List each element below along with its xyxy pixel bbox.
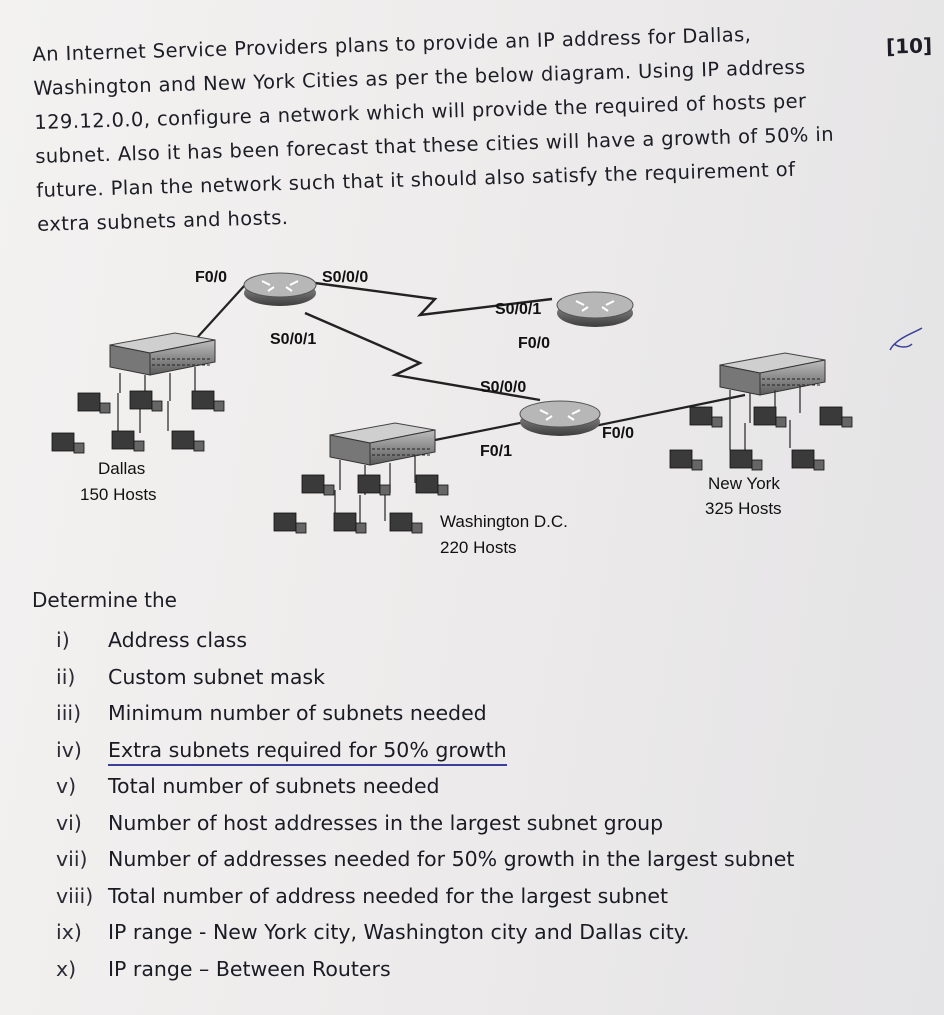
city-name-dallas: Dallas [98,459,146,478]
network-topology-graphic [51,272,853,534]
router-washington-icon [519,400,601,436]
interface-label: F0/1 [480,443,513,460]
link-router-dallas [194,284,246,341]
serial-link-top-right [314,281,553,317]
switch-newyork-icon [719,352,826,396]
task-section: Determine the i) Address class ii) Custom … [32,588,892,987]
task-text: Custom subnet mask [108,664,325,689]
link-washington-newyork [574,393,746,432]
router-right-icon [556,291,634,327]
interface-label: S0/0/0 [322,269,369,286]
task-number: v) [56,774,77,798]
task-number: ii) [56,664,76,689]
task-number: ix) [56,920,82,944]
city-name-newyork: New York [708,474,780,493]
city-hosts-dallas: 150 Hosts [80,485,157,504]
task-number: vi) [56,810,82,835]
switch-washington-icon [329,422,436,466]
switch-dallas-icon [109,332,216,376]
task-item: viii) Total number of address needed for … [32,878,892,915]
serial-link-top-washington [304,311,541,402]
task-text: Address class [108,628,248,652]
serial-links [304,281,553,402]
task-text: Number of host addresses in the largest … [108,810,664,835]
task-item: iii) Minimum number of subnets needed [32,695,892,732]
interface-label: F0/0 [602,425,635,442]
task-item: x) IP range – Between Routers [32,951,892,988]
task-number: viii) [56,883,94,908]
task-text: IP range – Between Routers [108,956,391,981]
task-number: iii) [56,701,82,725]
city-name-washington: Washington D.C. [440,512,568,531]
task-number: x) [56,956,77,981]
task-text: Extra subnets required for 50% growth [108,737,507,766]
task-text: Number of addresses needed for 50% growt… [108,847,795,871]
host-cables [117,367,801,525]
task-number: vii) [56,847,88,871]
task-heading: Determine the [32,588,177,612]
task-item: v) Total number of subnets needed [32,768,892,805]
marks-badge: [10] [885,33,933,59]
interface-label: S0/0/0 [480,379,527,396]
interface-label: F0/0 [195,269,228,286]
interface-label: F0/0 [518,335,551,352]
question-intro: An Internet Service Providers plans to p… [32,15,877,242]
network-diagram: F0/0 S0/0/0 S0/0/1 S0/0/1 F0/0 S0/0/0 F0… [40,255,900,575]
task-text: Total number of subnets needed [108,774,440,798]
task-number: i) [56,628,70,652]
host-icons [51,390,853,534]
city-hosts-newyork: 325 Hosts [705,499,782,518]
city-hosts-washington: 220 Hosts [440,538,517,557]
interface-label: S0/0/1 [270,331,317,348]
pen-scribble-mark [889,327,923,351]
task-number: iv) [56,737,82,762]
task-item: iv) Extra subnets required for 50% growth [32,732,892,769]
interface-label: S0/0/1 [495,301,542,318]
task-item: vi) Number of host addresses in the large… [32,805,892,842]
task-text: IP range - New York city, Washington cit… [108,920,690,944]
task-item: vii) Number of addresses needed for 50% g… [32,841,892,878]
task-item: ii) Custom subnet mask [32,659,892,696]
router-top-icon [243,272,317,306]
task-text: Minimum number of subnets needed [108,701,487,725]
task-text: Total number of address needed for the l… [108,883,668,908]
task-list: i) Address class ii) Custom subnet mask ii… [32,622,892,987]
task-item: ix) IP range - New York city, Washington … [32,914,892,951]
task-item: i) Address class [32,622,892,659]
